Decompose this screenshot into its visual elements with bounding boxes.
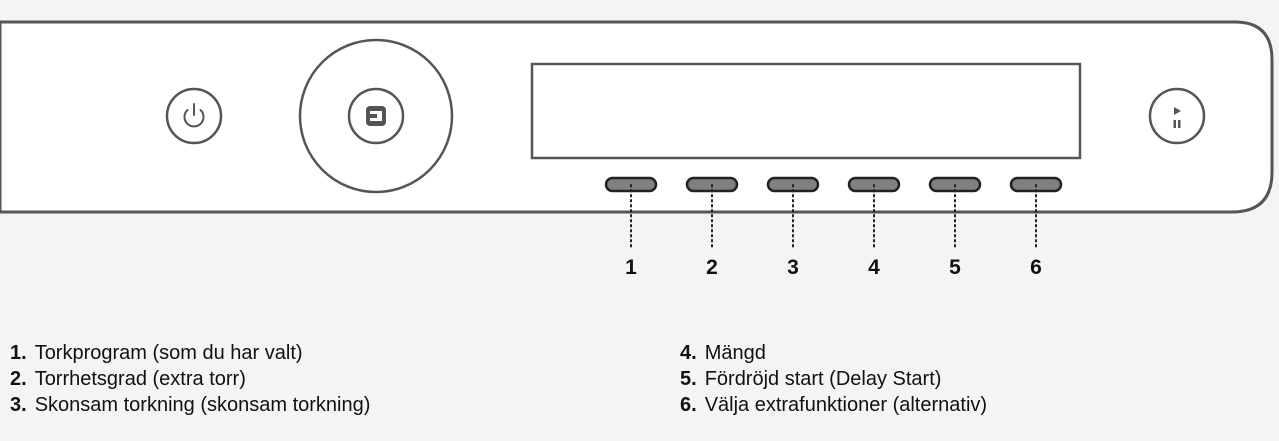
program-selector-knob[interactable] [298, 38, 454, 194]
legend-item-6: 6. Välja extrafunktioner (alternativ) [680, 392, 987, 418]
legend-number: 2. [10, 368, 27, 390]
legend-item-2: 2. Torrhetsgrad (extra torr) [10, 366, 370, 392]
callout-number-1: 1 [625, 256, 637, 279]
callout-number-3: 3 [787, 256, 799, 279]
display-screen [530, 62, 1082, 160]
power-icon [183, 103, 205, 128]
callout-number-2: 2 [706, 256, 718, 279]
legend-text: Mängd [704, 342, 766, 364]
legend-right-column: 4. Mängd 5. Fördröjd start (Delay Start) 6… [680, 340, 987, 418]
legend-text: Skonsam torkning (skonsam torkning) [34, 394, 371, 416]
legend-item-5: 5. Fördröjd start (Delay Start) [680, 366, 987, 392]
legend-text: Fördröjd start (Delay Start) [704, 368, 942, 390]
legend-number: 5. [680, 368, 697, 390]
callout-number-5: 5 [949, 256, 961, 279]
power-button[interactable] [165, 87, 223, 145]
legend-text: Torkprogram (som du har valt) [34, 342, 303, 364]
legend-item-3: 3. Skonsam torkning (skonsam torkning) [10, 392, 370, 418]
legend-item-4: 4. Mängd [680, 340, 987, 366]
legend-text: Torrhetsgrad (extra torr) [34, 368, 246, 390]
legend-number: 1. [10, 342, 27, 364]
program-selector-icon [366, 106, 386, 126]
legend-number: 4. [680, 342, 697, 364]
callout-number-4: 4 [868, 256, 880, 279]
legend-left-column: 1. Torkprogram (som du har valt) 2. Torrhe… [10, 340, 370, 418]
play-pause-icon [1173, 107, 1181, 128]
legend-number: 3. [10, 394, 27, 416]
start-pause-button[interactable] [1148, 87, 1206, 145]
callout-number-6: 6 [1030, 256, 1042, 279]
legend-item-1: 1. Torkprogram (som du har valt) [10, 340, 370, 366]
legend-number: 6. [680, 394, 697, 416]
legend-text: Välja extrafunktioner (alternativ) [704, 394, 988, 416]
